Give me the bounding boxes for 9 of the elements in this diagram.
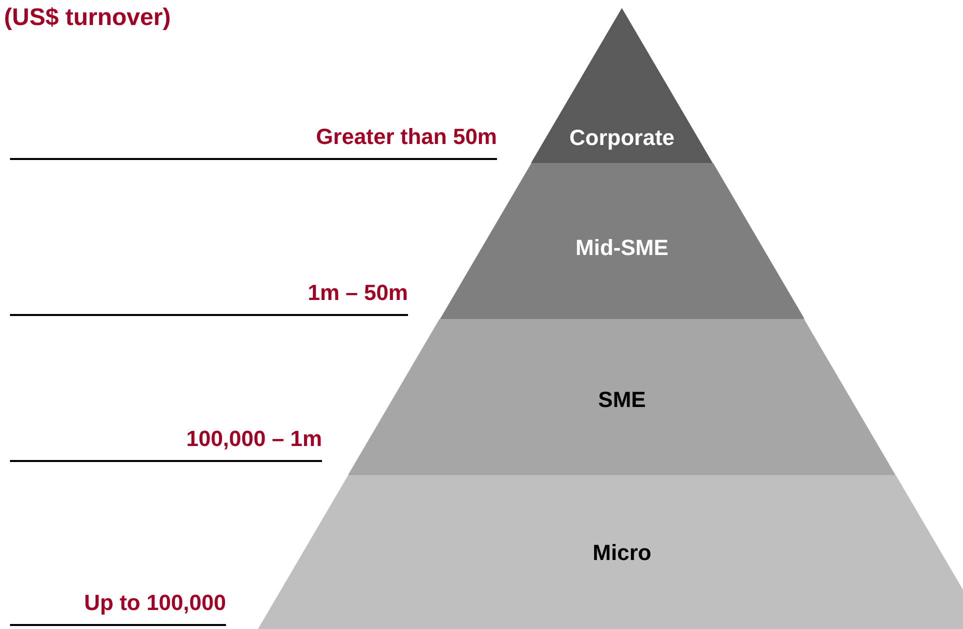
tier-label: Corporate: [568, 125, 676, 151]
range-label: Up to 100,000: [10, 590, 226, 626]
range-label: 100,000 – 1m: [10, 426, 322, 462]
range-label: 1m – 50m: [10, 280, 408, 316]
range-label: Greater than 50m: [10, 124, 497, 160]
tier-label: Mid-SME: [574, 235, 670, 261]
tier-label: Micro: [592, 540, 652, 566]
heading: (US$ turnover): [4, 4, 171, 32]
tier-label: SME: [597, 387, 647, 413]
